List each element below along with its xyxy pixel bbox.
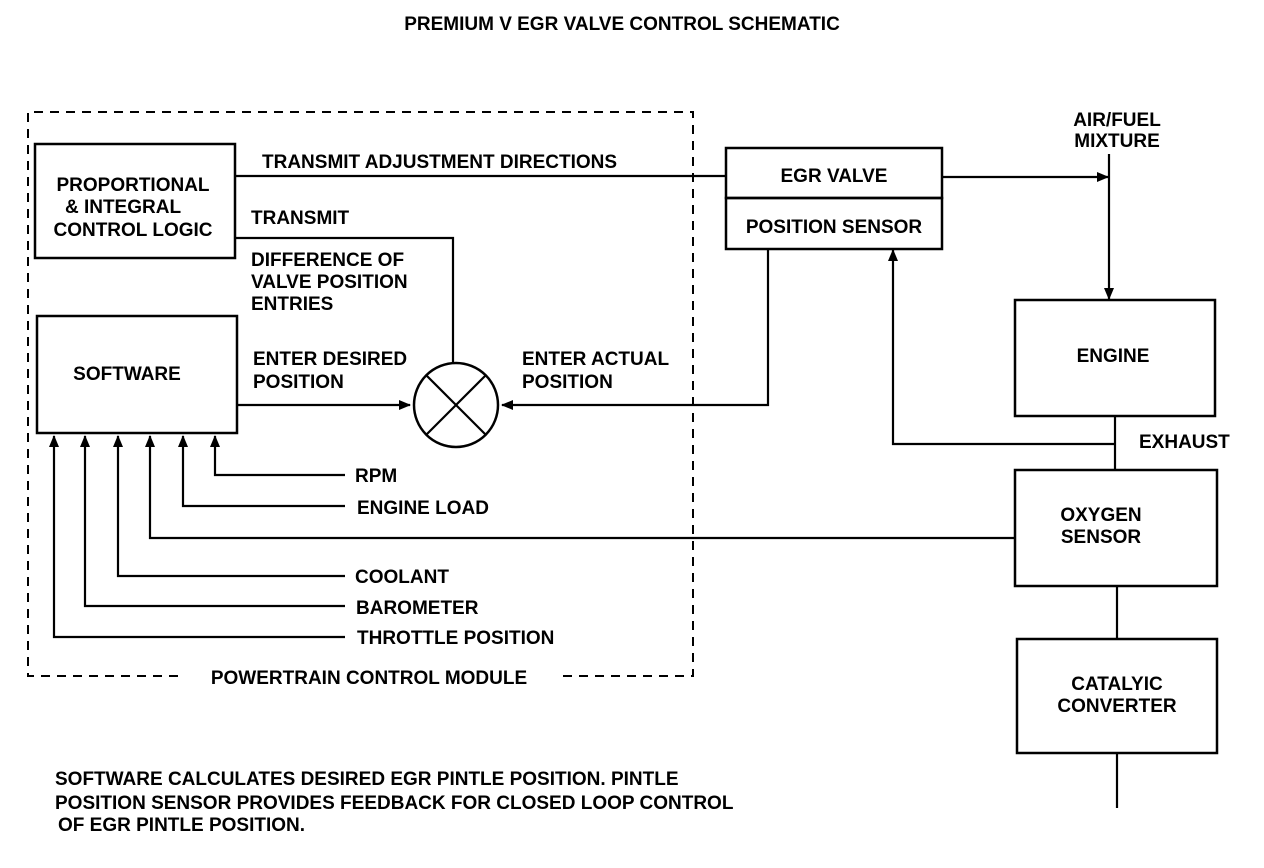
pcm-boundary	[27, 111, 694, 677]
rpm-input-arrow	[210, 435, 345, 477]
coolant-label: COOLANT	[355, 567, 449, 588]
oxygen-sensor-label-line1: OXYGEN	[1060, 505, 1141, 526]
caption-line3: OF EGR PINTLE POSITION.	[58, 815, 305, 836]
exhaust-label: EXHAUST	[1139, 432, 1230, 453]
engine-load-input-arrow	[178, 435, 345, 508]
difference-label-line2: VALVE POSITION	[251, 272, 408, 293]
pi-control-logic-block	[33, 142, 237, 260]
enter-desired-label-line1: ENTER DESIRED	[253, 349, 407, 370]
difference-label-line3: ENTRIES	[251, 294, 333, 315]
catalytic-converter-label-line2: CONVERTER	[1057, 696, 1177, 717]
air-fuel-label-line2: MIXTURE	[1074, 131, 1160, 152]
pcm-label: POWERTRAIN CONTROL MODULE	[211, 668, 527, 689]
summing-junction	[412, 361, 500, 449]
pi-logic-label-line2: & INTEGRAL	[65, 197, 182, 218]
barometer-label: BAROMETER	[356, 598, 479, 619]
transmit-difference-line	[235, 236, 455, 363]
pi-logic-label-line3: CONTROL LOGIC	[53, 220, 212, 241]
transmit-label: TRANSMIT	[251, 208, 350, 229]
engine-load-label: ENGINE LOAD	[357, 498, 489, 519]
actual-position-arrow	[501, 249, 770, 410]
egr-valve-label: EGR VALVE	[781, 166, 888, 187]
oxygen-sensor-label-line2: SENSOR	[1061, 527, 1142, 548]
catalytic-converter-label-line1: CATALYIC	[1071, 674, 1163, 695]
caption-line1: SOFTWARE CALCULATES DESIRED EGR PINTLE P…	[55, 769, 679, 790]
exhaust-feedback-arrow	[888, 249, 1115, 446]
oxygen-sensor-input-arrow	[145, 435, 1015, 540]
enter-actual-label-line1: ENTER ACTUAL	[522, 349, 669, 370]
position-sensor-label: POSITION SENSOR	[746, 217, 923, 238]
throttle-position-label: THROTTLE POSITION	[357, 628, 554, 649]
software-block	[35, 314, 239, 435]
difference-label-line1: DIFFERENCE OF	[251, 250, 404, 271]
coolant-input-arrow	[113, 435, 345, 578]
pi-logic-label-line1: PROPORTIONAL	[56, 175, 209, 196]
air-fuel-label-line1: AIR/FUEL	[1073, 110, 1161, 131]
engine-label: ENGINE	[1077, 346, 1150, 367]
position-sensor-block	[724, 196, 944, 251]
enter-actual-label-line2: POSITION	[522, 372, 613, 393]
caption-line2: POSITION SENSOR PROVIDES FEEDBACK FOR CL…	[55, 793, 734, 814]
throttle-position-input-arrow	[49, 435, 345, 639]
transmit-adjustment-label: TRANSMIT ADJUSTMENT DIRECTIONS	[262, 152, 617, 173]
barometer-input-arrow	[80, 435, 345, 608]
enter-desired-label-line2: POSITION	[253, 372, 344, 393]
software-label: SOFTWARE	[73, 364, 181, 385]
rpm-label: RPM	[355, 466, 397, 487]
diagram-title: PREMIUM V EGR VALVE CONTROL SCHEMATIC	[404, 14, 840, 35]
